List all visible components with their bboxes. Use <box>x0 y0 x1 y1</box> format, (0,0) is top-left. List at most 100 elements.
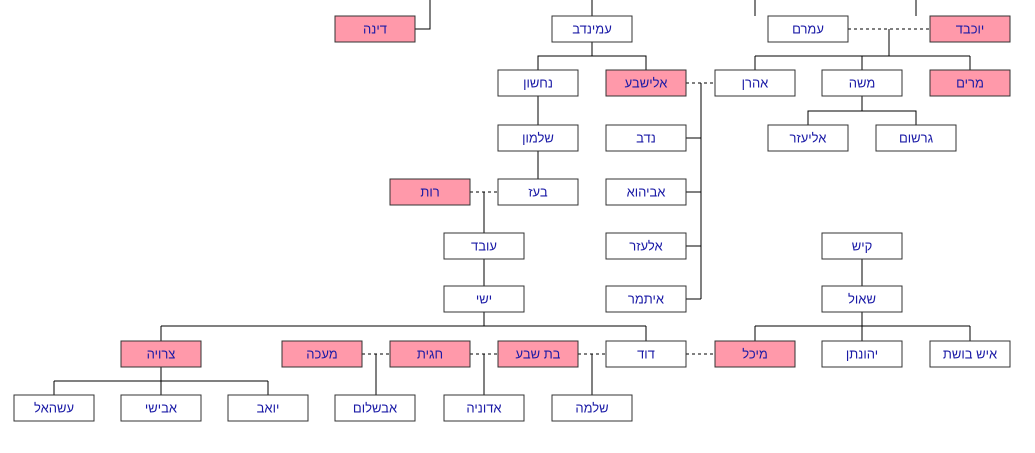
person-name: רות <box>420 185 439 200</box>
person-node-aharon: אהרן <box>714 69 796 97</box>
person-box <box>821 69 903 97</box>
person-node-avihu: אביהוא <box>605 178 687 206</box>
person-name: אליעזר <box>790 131 827 146</box>
person-name: קיש <box>852 239 873 254</box>
person-box <box>605 285 687 313</box>
person-box <box>605 232 687 260</box>
person-node-batsheva: בת שבע <box>497 340 579 368</box>
person-box <box>120 394 202 422</box>
person-box <box>120 340 202 368</box>
person-box <box>443 232 525 260</box>
person-name: משה <box>849 76 876 91</box>
line-aminadav-elisheva <box>592 55 647 70</box>
person-node-moshe: משה <box>821 69 903 97</box>
person-box <box>551 15 633 43</box>
person-node-shlomo: שלמה <box>551 394 633 422</box>
person-node-nadav: נדב <box>605 124 687 152</box>
person-name: עשהאל <box>34 401 74 416</box>
person-node-nachshon: נחשון <box>497 69 579 97</box>
person-nodes: דינה עמינדב עמרם יוכבד נחשון אלישבע אהרן משה מרי… <box>13 15 1011 422</box>
line-aminadav-nachshon <box>537 42 593 70</box>
person-node-shaul: שאול <box>821 285 903 313</box>
person-name: שאול <box>848 292 876 307</box>
person-name: בעז <box>528 185 548 200</box>
person-box <box>497 69 579 97</box>
person-box <box>389 340 471 368</box>
person-name: מיכל <box>742 347 768 362</box>
person-name: אלעזר <box>629 239 662 254</box>
person-name: אבישי <box>145 401 177 416</box>
person-name: מרים <box>956 76 984 91</box>
person-box <box>767 15 849 43</box>
person-box <box>821 232 903 260</box>
person-box <box>334 394 416 422</box>
person-name: איש בושת <box>943 347 997 362</box>
person-node-miriam: מרים <box>929 69 1011 97</box>
person-name: ישי <box>476 292 492 307</box>
person-name: יואב <box>257 401 280 416</box>
person-box <box>497 178 579 206</box>
person-name: אדוניה <box>466 401 501 416</box>
person-box <box>605 69 687 97</box>
person-box <box>605 340 687 368</box>
person-node-aminadav: עמינדב <box>551 15 633 43</box>
person-name: מעכה <box>306 347 337 362</box>
person-name: דינה <box>363 22 387 37</box>
person-name: אלישבע <box>625 76 668 91</box>
person-node-ishboshet: איש בושת <box>929 340 1011 368</box>
person-node-michal: מיכל <box>714 340 796 368</box>
person-node-yocheved: יוכבד <box>929 15 1011 43</box>
person-box <box>443 394 525 422</box>
person-name: איתמר <box>628 292 664 307</box>
person-box <box>551 394 633 422</box>
person-box <box>605 124 687 152</box>
person-box <box>605 178 687 206</box>
line-dina-parent <box>415 0 431 30</box>
person-box <box>334 15 416 43</box>
person-node-tzruya: צרויה <box>120 340 202 368</box>
person-name: אהרן <box>742 76 769 91</box>
person-node-kish: קיש <box>821 232 903 260</box>
person-name: שלמה <box>575 401 608 416</box>
person-node-gershom: גרשום <box>875 124 957 152</box>
person-name: נדב <box>636 131 656 146</box>
person-box <box>767 124 849 152</box>
person-name: אביהוא <box>627 185 666 200</box>
person-box <box>497 124 579 152</box>
person-box <box>929 69 1011 97</box>
person-box <box>281 340 363 368</box>
person-node-dina: דינה <box>334 15 416 43</box>
person-box <box>929 340 1011 368</box>
person-node-ruth: רות <box>389 178 471 206</box>
person-name: יוכבד <box>956 22 985 37</box>
person-node-adoniya: אדוניה <box>443 394 525 422</box>
person-name: עובד <box>471 239 497 254</box>
person-node-david: דוד <box>605 340 687 368</box>
person-name: צרויה <box>147 347 176 362</box>
person-box <box>227 394 309 422</box>
person-node-amram: עמרם <box>767 15 849 43</box>
person-name: עמרם <box>792 22 824 37</box>
person-box <box>821 285 903 313</box>
person-box <box>821 340 903 368</box>
person-box <box>714 69 796 97</box>
person-node-elazar: אלעזר <box>605 232 687 260</box>
person-name: דוד <box>637 347 655 362</box>
person-box <box>13 394 95 422</box>
line-moshe-eliezer <box>807 96 863 125</box>
connector-lines <box>53 0 971 395</box>
person-box <box>875 124 957 152</box>
person-node-elisheva: אלישבע <box>605 69 687 97</box>
person-name: שלמון <box>522 131 554 146</box>
person-name: יהונתן <box>846 347 878 362</box>
person-node-yoav: יואב <box>227 394 309 422</box>
person-node-avshalom: אבשלום <box>334 394 416 422</box>
line-moshe-gershom <box>862 110 917 125</box>
person-node-yishai: ישי <box>443 285 525 313</box>
person-node-eliezer: אליעזר <box>767 124 849 152</box>
person-node-avishai: אבישי <box>120 394 202 422</box>
person-name: אבשלום <box>353 401 397 416</box>
person-box <box>929 15 1011 43</box>
person-node-oved: עובד <box>443 232 525 260</box>
